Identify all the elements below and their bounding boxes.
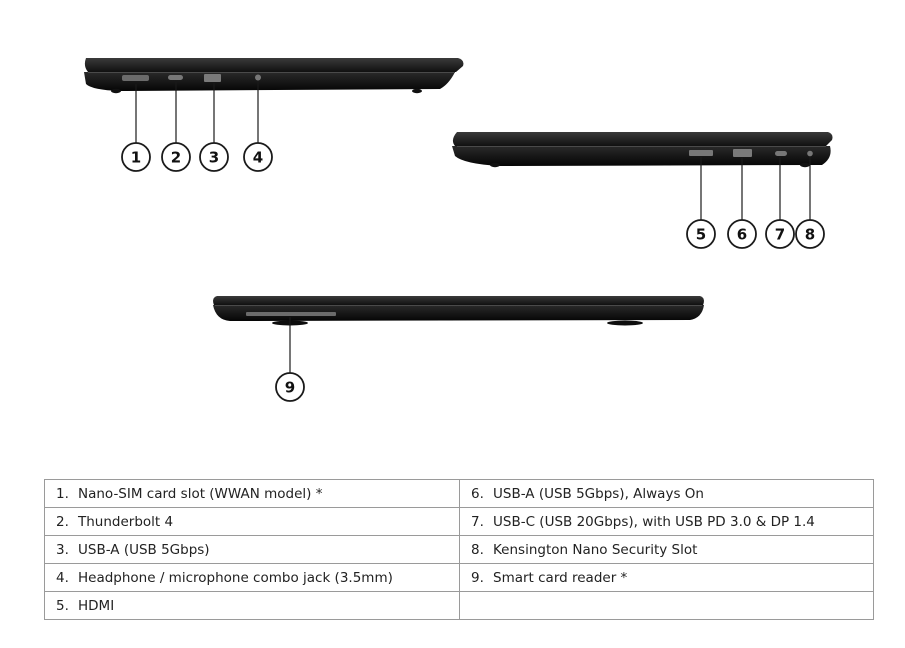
table-cell: 9. Smart card reader * bbox=[459, 563, 874, 592]
item-label: USB-C (USB 20Gbps), with USB PD 3.0 & DP… bbox=[493, 513, 815, 530]
hdmi-port-icon bbox=[689, 150, 713, 156]
table-cell: 3. USB-A (USB 5Gbps) bbox=[44, 535, 460, 564]
table-cell: 7. USB-C (USB 20Gbps), with USB PD 3.0 & … bbox=[459, 507, 874, 536]
table-cell: 5. HDMI bbox=[44, 591, 460, 620]
nano-sim-slot-icon bbox=[122, 75, 149, 81]
laptop-port-diagram: 1 2 3 4 5 6 7 8 9 bbox=[84, 58, 833, 402]
callout-5: 5 bbox=[686, 219, 716, 249]
svg-text:1: 1 bbox=[131, 149, 141, 167]
table-row: 2. Thunderbolt 4 7. USB-C (USB 20Gbps), wi… bbox=[44, 507, 874, 536]
item-number: 9. bbox=[471, 569, 484, 586]
callout-2: 2 bbox=[161, 142, 191, 172]
item-label: USB-A (USB 5Gbps), Always On bbox=[493, 485, 704, 502]
item-number: 3. bbox=[56, 541, 69, 558]
ports-legend-table: 1. Nano-SIM card slot (WWAN model) * 6. US… bbox=[44, 479, 874, 620]
svg-text:8: 8 bbox=[805, 226, 815, 244]
table-row: 3. USB-A (USB 5Gbps) 8. Kensington Nano Se… bbox=[44, 535, 874, 564]
item-label: HDMI bbox=[78, 597, 115, 614]
callout-6: 6 bbox=[727, 219, 757, 249]
item-number: 2. bbox=[56, 513, 69, 530]
thunderbolt-port-icon bbox=[168, 75, 183, 80]
callout-8: 8 bbox=[795, 219, 825, 249]
item-number: 4. bbox=[56, 569, 69, 586]
table-cell: 2. Thunderbolt 4 bbox=[44, 507, 460, 536]
laptop-right-side-view bbox=[452, 132, 833, 168]
item-number: 1. bbox=[56, 485, 69, 502]
table-cell: 6. USB-A (USB 5Gbps), Always On bbox=[459, 479, 874, 508]
item-number: 7. bbox=[471, 513, 484, 530]
laptop-left-side-view bbox=[84, 58, 464, 94]
table-cell: 1. Nano-SIM card slot (WWAN model) * bbox=[44, 479, 460, 508]
table-row: 5. HDMI bbox=[44, 591, 874, 620]
item-label: Nano-SIM card slot (WWAN model) * bbox=[78, 485, 323, 502]
table-cell: 8. Kensington Nano Security Slot bbox=[459, 535, 874, 564]
item-number: 5. bbox=[56, 597, 69, 614]
smart-card-reader-icon bbox=[246, 312, 336, 316]
callout-4: 4 bbox=[243, 142, 273, 172]
table-cell bbox=[459, 591, 874, 620]
item-label: Kensington Nano Security Slot bbox=[493, 541, 698, 558]
svg-text:5: 5 bbox=[696, 226, 706, 244]
table-row: 4. Headphone / microphone combo jack (3.5… bbox=[44, 563, 874, 592]
table-row: 1. Nano-SIM card slot (WWAN model) * 6. US… bbox=[44, 479, 874, 508]
svg-text:7: 7 bbox=[775, 226, 785, 244]
laptop-front-view bbox=[213, 296, 704, 326]
svg-text:4: 4 bbox=[253, 149, 263, 167]
callout-3: 3 bbox=[199, 142, 229, 172]
callout-7: 7 bbox=[765, 219, 795, 249]
svg-text:9: 9 bbox=[285, 379, 295, 397]
item-label: Headphone / microphone combo jack (3.5mm… bbox=[78, 569, 393, 586]
item-label: Thunderbolt 4 bbox=[78, 513, 174, 530]
svg-text:6: 6 bbox=[737, 226, 747, 244]
security-slot-icon bbox=[807, 150, 813, 157]
item-label: Smart card reader * bbox=[493, 569, 628, 586]
svg-text:2: 2 bbox=[171, 149, 181, 167]
usb-c-port-icon bbox=[775, 151, 787, 156]
usb-a-port-icon-right bbox=[733, 149, 752, 157]
callout-9: 9 bbox=[275, 372, 305, 402]
item-label: USB-A (USB 5Gbps) bbox=[78, 541, 210, 558]
item-number: 6. bbox=[471, 485, 484, 502]
usb-a-port-icon-left bbox=[204, 74, 221, 82]
table-cell: 4. Headphone / microphone combo jack (3.5… bbox=[44, 563, 460, 592]
item-number: 8. bbox=[471, 541, 484, 558]
audio-jack-icon bbox=[255, 74, 261, 81]
callout-1: 1 bbox=[121, 142, 151, 172]
svg-text:3: 3 bbox=[209, 149, 219, 167]
